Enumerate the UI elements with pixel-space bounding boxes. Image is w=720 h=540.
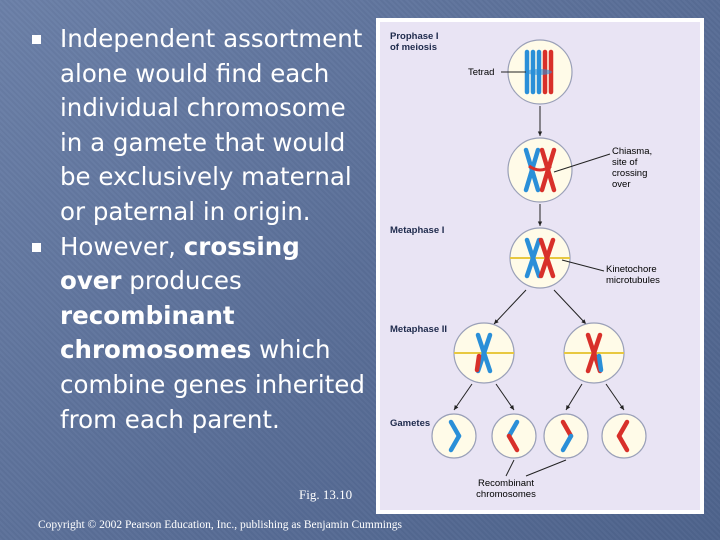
square-bullet-icon — [32, 35, 41, 44]
crossover-segment — [477, 356, 479, 370]
annotation-kinetochore: Kinetochore — [606, 264, 657, 275]
annotation-chiasma: crossing — [612, 168, 647, 179]
bold-term-recombinant-chromosomes: recombinant chromosomes — [60, 301, 251, 365]
annotation-chiasma: over — [612, 179, 630, 190]
cell-gamete-2 — [492, 414, 536, 458]
copyright-notice: Copyright © 2002 Pearson Education, Inc.… — [38, 519, 402, 531]
annotation-chiasma: site of — [612, 157, 638, 168]
stage-label-prophase-sub: of meiosis — [390, 42, 437, 53]
centromere — [526, 69, 552, 75]
bullet-text: However, — [60, 232, 184, 261]
annotation-tetrad: Tetrad — [468, 67, 494, 78]
annotation-kinetochore: microtubules — [606, 275, 660, 286]
bullet-item-crossing-over: However, crossing over produces recombin… — [28, 230, 368, 438]
stage-label-metaphase-1: Metaphase I — [390, 225, 444, 236]
bullet-text: Independent assortment alone would find … — [60, 24, 362, 226]
stage-label-prophase: Prophase I — [390, 31, 439, 42]
cell-gamete-1 — [432, 414, 476, 458]
bullet-text: produces — [122, 266, 242, 295]
cell-gamete-3 — [544, 414, 588, 458]
stage-label-metaphase-2: Metaphase II — [390, 324, 447, 335]
annotation-recombinant: chromosomes — [476, 489, 536, 500]
annotation-chiasma: Chiasma, — [612, 146, 652, 157]
figure-caption: Fig. 13.10 — [299, 487, 352, 503]
bullet-list: Independent assortment alone would find … — [28, 22, 368, 437]
crossover-segment — [599, 356, 601, 370]
meiosis-diagram: Prophase I of meiosis Metaphase I Metaph… — [376, 18, 704, 514]
bullet-item-independent-assortment: Independent assortment alone would find … — [28, 22, 368, 230]
square-bullet-icon — [32, 243, 41, 252]
cell-gamete-4 — [602, 414, 646, 458]
meiosis-figure: Prophase I of meiosis Metaphase I Metaph… — [376, 18, 704, 514]
annotation-recombinant: Recombinant — [478, 478, 534, 489]
stage-label-gametes: Gametes — [390, 418, 430, 429]
